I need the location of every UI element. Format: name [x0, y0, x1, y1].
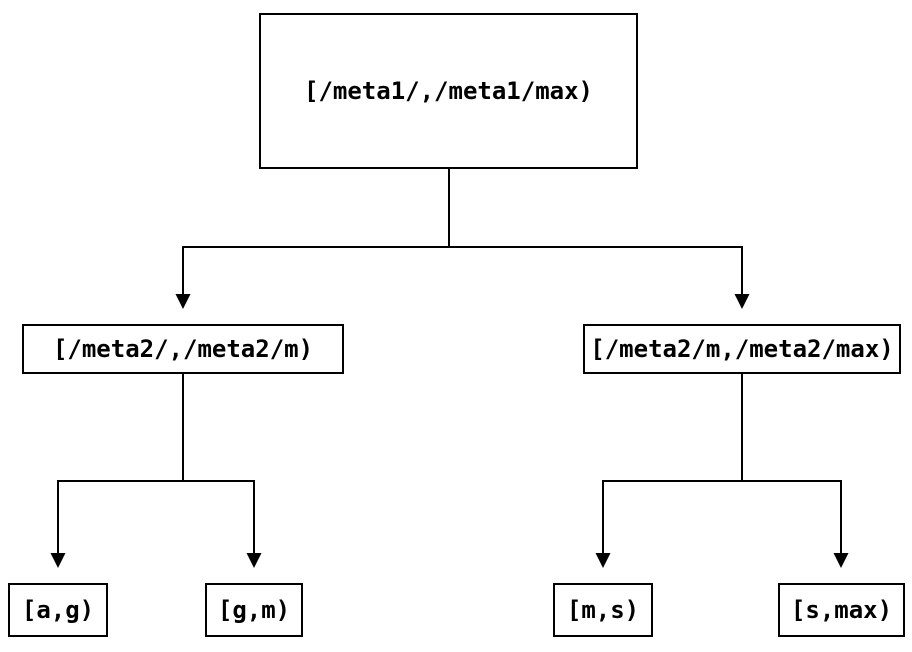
- tree-node-right-range: [/meta2/m,/meta2/max): [583, 324, 901, 374]
- tree-node-leaf-ag-label: [a,g): [21, 596, 95, 624]
- tree-node-leaf-ag: [a,g): [8, 583, 108, 637]
- tree-node-leaf-ms: [m,s): [553, 583, 653, 637]
- arrow-down-icon: [734, 294, 750, 309]
- tree-node-left-range: [/meta2/,/meta2/m): [22, 324, 344, 374]
- arrow-down-icon: [50, 553, 66, 568]
- tree-node-left-range-label: [/meta2/,/meta2/m): [52, 335, 314, 363]
- edge-root-children: [175, 169, 750, 309]
- arrow-down-icon: [246, 553, 262, 568]
- tree-node-leaf-smax-label: [s,max): [790, 596, 893, 624]
- tree-node-leaf-smax: [s,max): [778, 583, 905, 637]
- tree-node-right-range-label: [/meta2/m,/meta2/max): [590, 335, 894, 363]
- edge-right-children: [595, 374, 849, 568]
- arrow-down-icon: [595, 553, 611, 568]
- arrow-down-icon: [175, 294, 191, 309]
- tree-node-root-label: [/meta1/,/meta1/max): [304, 77, 593, 105]
- tree-node-leaf-gm-label: [g,m): [217, 596, 291, 624]
- tree-node-root: [/meta1/,/meta1/max): [259, 13, 638, 169]
- edge-left-children: [50, 374, 262, 568]
- tree-node-leaf-ms-label: [m,s): [566, 596, 640, 624]
- tree-node-leaf-gm: [g,m): [205, 583, 303, 637]
- arrow-down-icon: [833, 553, 849, 568]
